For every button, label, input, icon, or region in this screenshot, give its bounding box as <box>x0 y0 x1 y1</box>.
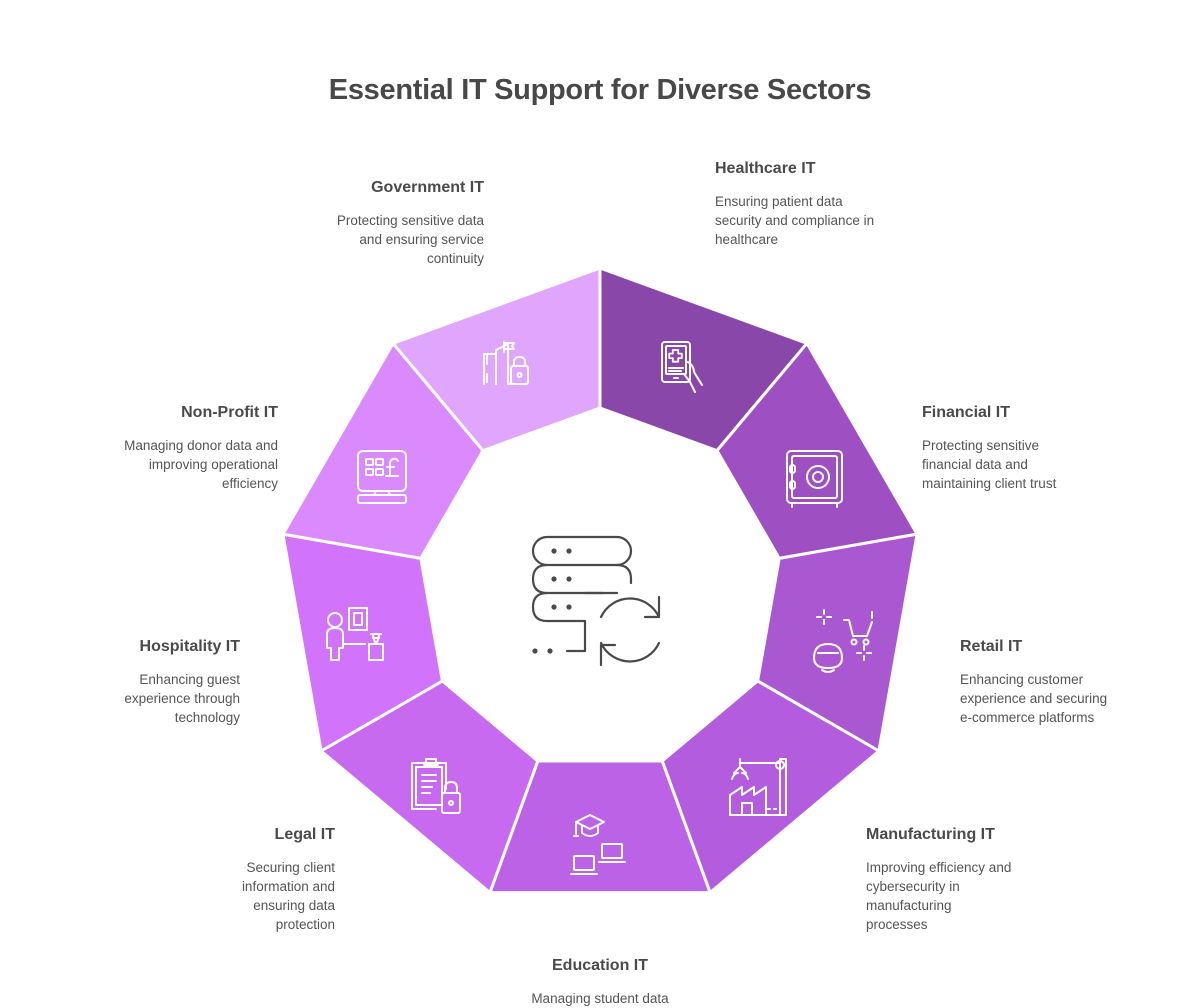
sector-label-education: Education IT Managing student data <box>500 957 700 1008</box>
sector-description: Ensuring patient data security and compl… <box>715 194 875 247</box>
guest-reception-icon <box>326 607 384 661</box>
sector-label-manufacturing: Manufacturing IT Improving efficiency an… <box>866 826 1066 934</box>
sector-description: Securing client information and ensuring… <box>241 860 335 932</box>
sector-description: Managing donor data and improving operat… <box>124 438 278 491</box>
clipboard-lock-icon <box>411 758 461 814</box>
sector-label-financial: Financial IT Protecting sensitive financ… <box>922 404 1122 493</box>
sector-title: Manufacturing IT <box>866 826 995 843</box>
diagram-title: Essential IT Support for Diverse Sectors <box>328 74 872 106</box>
sector-label-retail: Retail IT Enhancing customer experience … <box>960 638 1160 727</box>
sector-title: Government IT <box>371 179 484 196</box>
sector-title: Education IT <box>552 957 648 974</box>
sector-label-legal: Legal IT Securing client information and… <box>135 826 335 934</box>
sector-title: Legal IT <box>274 826 335 843</box>
graduation-laptops-icon <box>570 814 626 875</box>
sector-description: Enhancing customer experience and securi… <box>960 672 1108 725</box>
sector-title: Healthcare IT <box>715 160 816 177</box>
sector-description: Protecting sensitive data and ensuring s… <box>336 213 484 266</box>
sector-description: Enhancing guest experience through techn… <box>124 672 240 725</box>
sector-label-hospitality: Hospitality IT Enhancing guest experienc… <box>40 638 240 727</box>
sector-label-nonprofit: Non-Profit IT Managing donor data and im… <box>78 404 278 493</box>
medical-tablet-icon <box>661 341 703 393</box>
sector-description: Managing student data <box>531 991 669 1006</box>
sector-title: Non-Profit IT <box>181 404 278 421</box>
sector-description: Improving efficiency and cybersecurity i… <box>866 860 1012 932</box>
sector-title: Financial IT <box>922 404 1011 421</box>
safe-icon <box>786 450 843 508</box>
sector-label-government: Government IT Protecting sensitive data … <box>284 179 484 268</box>
sector-title: Retail IT <box>960 638 1023 655</box>
sector-description: Protecting sensitive financial data and … <box>922 438 1057 491</box>
government-buildings-lock-icon <box>483 341 529 385</box>
vr-shopping-cart-icon <box>813 609 873 673</box>
sector-title: Hospitality IT <box>139 638 240 655</box>
sector-label-healthcare: Healthcare IT Ensuring patient data secu… <box>715 160 915 249</box>
factory-robot-arm-icon <box>729 758 787 816</box>
server-sync-icon <box>531 535 661 667</box>
donation-terminal-icon <box>357 450 407 504</box>
